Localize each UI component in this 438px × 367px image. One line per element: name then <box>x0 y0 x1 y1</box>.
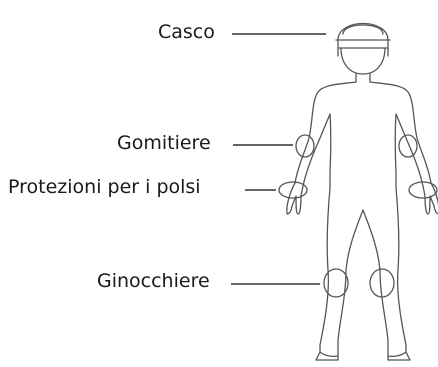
helmet-icon <box>338 24 388 49</box>
knee-pad-left <box>324 269 348 297</box>
human-figure <box>279 24 438 361</box>
elbow-pad-left <box>296 135 314 157</box>
elbow-pad-right <box>399 135 417 157</box>
